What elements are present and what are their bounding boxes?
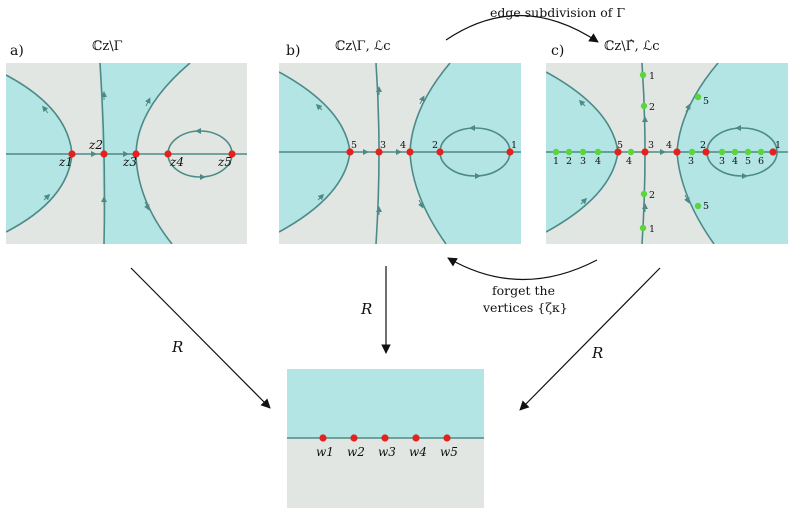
panel-a-vertices <box>68 150 236 158</box>
panel-c-label: c) <box>551 43 564 59</box>
green-number: 3 <box>580 156 586 167</box>
point-label-z4: z4 <box>169 155 184 169</box>
point-label-w5: w5 <box>440 445 458 459</box>
vertex-number: 5 <box>617 140 623 151</box>
green-number: 6 <box>758 156 764 167</box>
green-number: 2 <box>649 190 655 201</box>
vertex-number: 5 <box>351 140 357 151</box>
forget-label-line1: forget the <box>492 283 555 298</box>
point-label-w2: w2 <box>347 445 365 459</box>
panel-b: b) ℂz\Γ, ℒc <box>279 39 521 244</box>
panel-b-plot <box>279 63 521 244</box>
vertex-number: 1 <box>775 140 781 151</box>
panel-b-vertices <box>346 148 514 156</box>
vertex-number: 4 <box>666 140 672 151</box>
green-number: 5 <box>703 96 709 107</box>
green-number: 5 <box>703 201 709 212</box>
R-arrow-right <box>519 267 661 411</box>
point-label-z1: z1 <box>58 155 73 169</box>
green-number: 2 <box>566 156 572 167</box>
edge-subdivision-label: edge subdivision of Γ <box>490 5 625 20</box>
vertex-number: 2 <box>700 140 706 151</box>
panel-c-plot <box>546 63 788 244</box>
vertex-number: 3 <box>648 140 654 151</box>
panel-c: c) ℂz\Γ̂, ℒc <box>546 39 788 244</box>
panel-c-title: ℂz\Γ̂, ℒc <box>604 39 660 54</box>
panel-a: a) ℂz\Γ <box>6 39 247 244</box>
vertex-number: 2 <box>432 140 438 151</box>
panel-a-label: a) <box>10 43 24 59</box>
vertex-number: 3 <box>380 140 386 151</box>
forget-arrow <box>447 257 598 281</box>
point-label-w3: w3 <box>378 445 396 459</box>
green-number: 2 <box>649 102 655 113</box>
green-number: 4 <box>595 156 601 167</box>
connecting-arrows <box>130 14 661 411</box>
panel-c-green-vertices <box>552 71 765 232</box>
green-number: 1 <box>649 224 655 235</box>
green-number: 4 <box>626 156 632 167</box>
point-label-z3: z3 <box>122 155 137 169</box>
panel-a-plot <box>6 63 247 244</box>
green-number: 1 <box>649 71 655 82</box>
green-number: 1 <box>553 156 559 167</box>
vertex-number: 4 <box>400 140 406 151</box>
R-label-left: R <box>171 338 183 356</box>
green-number: 4 <box>732 156 738 167</box>
panel-a-title: ℂz\Γ <box>92 39 123 54</box>
vertex-number: 1 <box>511 140 517 151</box>
point-label-z2: z2 <box>88 138 103 152</box>
panel-c-red-vertices <box>614 148 777 156</box>
forget-label-line2: vertices {ζκ} <box>482 300 568 315</box>
R-arrow-left <box>130 267 271 409</box>
R-label-middle: R <box>360 300 372 318</box>
edge-subdivision-arrow <box>445 14 599 43</box>
green-number: 5 <box>745 156 751 167</box>
point-label-w1: w1 <box>316 445 334 459</box>
green-number: 3 <box>688 156 694 167</box>
point-label-w4: w4 <box>409 445 427 459</box>
panel-bottom: w1 w2 w3 w4 w5 <box>287 369 484 508</box>
point-label-z5: z5 <box>217 155 232 169</box>
R-label-right: R <box>591 344 603 362</box>
green-number: 3 <box>719 156 725 167</box>
panel-b-title: ℂz\Γ, ℒc <box>335 39 391 54</box>
panel-b-label: b) <box>286 43 300 59</box>
